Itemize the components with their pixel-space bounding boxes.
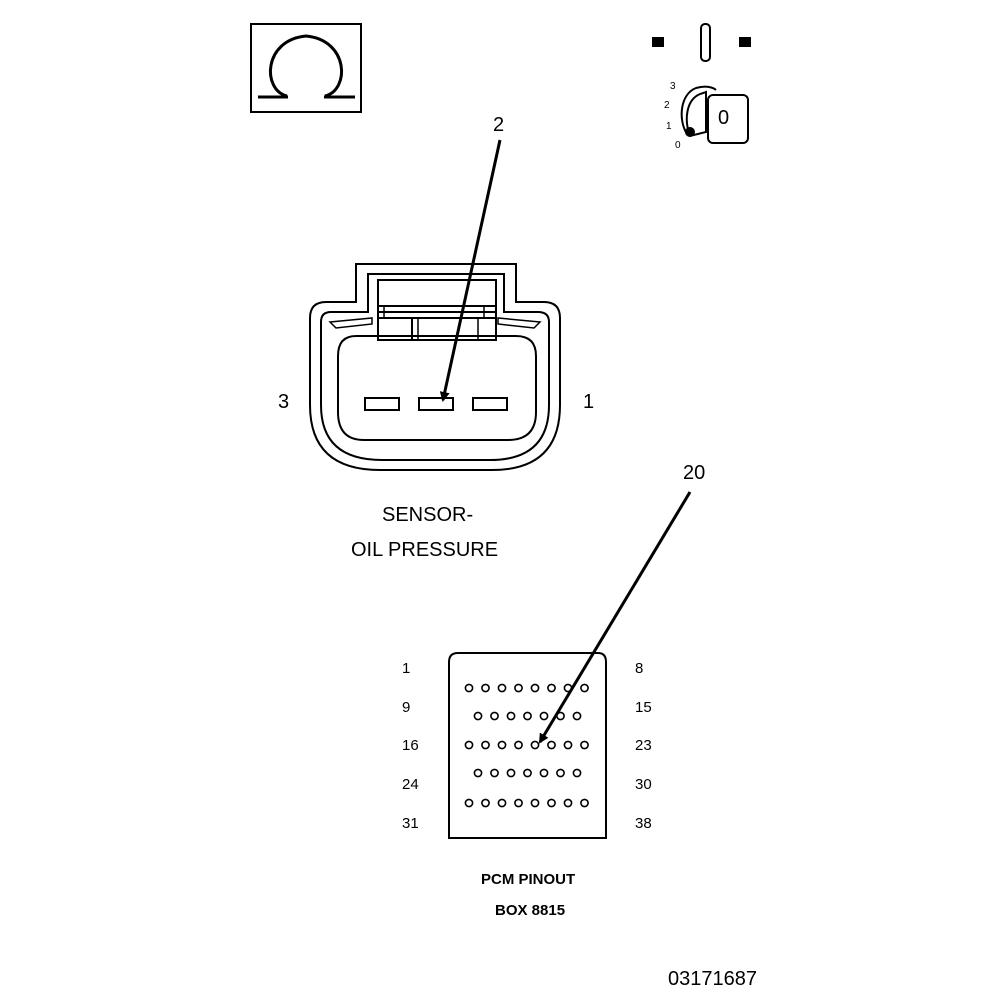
pcm-pin xyxy=(523,768,532,778)
pcm-pin xyxy=(506,711,516,721)
ignition-position-1: 1 xyxy=(666,121,672,132)
pcm-row-label-right: 38 xyxy=(635,815,652,832)
pcm-pin xyxy=(481,798,490,808)
sensor-connector xyxy=(309,263,561,471)
ignition-position-0: 0 xyxy=(675,140,681,151)
pcm-pin xyxy=(572,711,582,721)
pcm-pin xyxy=(547,740,556,750)
pcm-pin xyxy=(473,768,483,778)
pcm-pin xyxy=(514,798,523,808)
pcm-pin xyxy=(580,683,589,693)
pcm-pin xyxy=(514,740,523,750)
pcm-pin xyxy=(547,798,556,808)
pcm-pin xyxy=(473,711,483,721)
pcm-pin xyxy=(497,740,507,750)
sensor-callout-label: 2 xyxy=(493,114,505,136)
sensor-pin-left-label: 3 xyxy=(278,391,290,413)
pcm-pin xyxy=(547,683,556,693)
ignition-position-2: 2 xyxy=(664,100,670,111)
pcm-pin xyxy=(539,711,549,721)
pcm-connector xyxy=(448,652,607,839)
pcm-pin xyxy=(514,683,523,693)
pcm-row-label-left: 1 xyxy=(402,660,411,677)
pcm-pin xyxy=(481,740,490,750)
pcm-pin xyxy=(464,683,474,693)
pcm-pin xyxy=(530,740,540,750)
pcm-pin xyxy=(490,711,499,721)
pcm-title-line2: BOX 8815 xyxy=(495,902,566,919)
pcm-row-label-right: 23 xyxy=(635,737,652,754)
pin-3-terminal xyxy=(364,397,400,411)
pcm-pin xyxy=(490,768,499,778)
pcm-pin xyxy=(530,683,540,693)
pcm-callout-label: 20 xyxy=(683,462,706,484)
pcm-row-label-left: 31 xyxy=(402,815,419,832)
pcm-pin xyxy=(497,798,507,808)
pin-2-terminal xyxy=(418,397,454,411)
pcm-row-label-left: 24 xyxy=(402,776,419,793)
ohm-meter-icon xyxy=(250,23,362,113)
pcm-pin xyxy=(556,768,565,778)
callout-arrow-2 xyxy=(439,139,502,402)
pcm-row-label-left: 16 xyxy=(402,737,419,754)
pcm-pin xyxy=(464,798,474,808)
ignition-key-label: 0 xyxy=(718,107,730,129)
pcm-pin-grid xyxy=(464,683,589,808)
pcm-title-line1: PCM PINOUT xyxy=(481,871,576,888)
sensor-title-line2: OIL PRESSURE xyxy=(351,539,499,561)
pcm-pin xyxy=(563,798,573,808)
ignition-position-3: 3 xyxy=(670,81,676,92)
pcm-pin xyxy=(539,768,549,778)
pin-1-terminal xyxy=(472,397,508,411)
sensor-pin-right-label: 1 xyxy=(583,391,595,413)
pcm-row-label-right: 15 xyxy=(635,699,652,716)
pcm-pin xyxy=(497,683,507,693)
ignition-key-icon xyxy=(652,23,751,144)
callout-arrow-20 xyxy=(538,491,692,744)
pcm-pin xyxy=(481,683,490,693)
pcm-row-label-right: 8 xyxy=(635,660,644,677)
pcm-pin xyxy=(572,768,582,778)
pcm-pin xyxy=(530,798,540,808)
pcm-pin xyxy=(506,768,516,778)
sensor-title-line1: SENSOR- xyxy=(382,504,474,526)
pcm-pin xyxy=(563,740,573,750)
pcm-pin xyxy=(580,740,589,750)
figure-id: 03171687 xyxy=(668,968,757,990)
pcm-row-label-right: 30 xyxy=(635,776,652,793)
pcm-pin xyxy=(523,711,532,721)
pcm-pin xyxy=(580,798,589,808)
pcm-pin xyxy=(464,740,474,750)
pcm-row-label-left: 9 xyxy=(402,699,411,716)
